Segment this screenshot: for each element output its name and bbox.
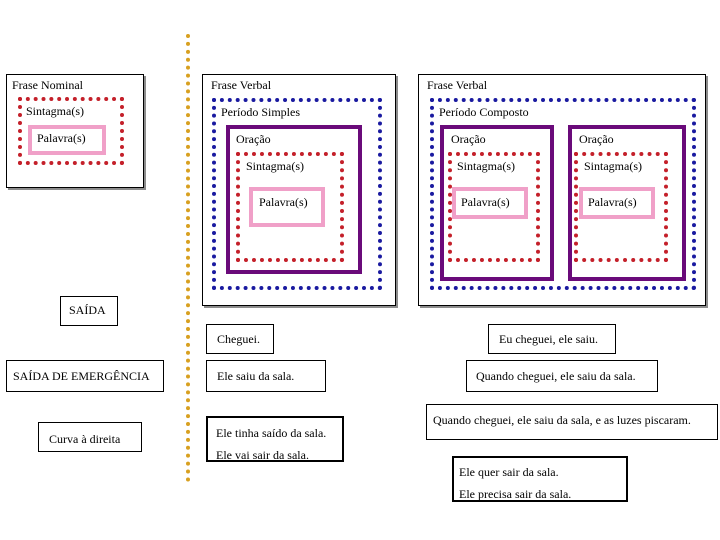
example-vai-sair-text: Ele vai sair da sala. [216, 448, 309, 462]
example-saida: SAÍDA [60, 296, 118, 326]
composto-palavra-1-box [452, 187, 528, 219]
example-curva: Curva à direita [38, 422, 142, 452]
composto-oracao-1-label: Oração [451, 132, 486, 146]
composto-oracao-1-box [440, 125, 554, 281]
simples-oracao-label: Oração [236, 132, 271, 146]
frase-nominal-title: Frase Nominal [12, 78, 83, 92]
example-saiu: Ele saiu da sala. [206, 360, 326, 392]
periodo-simples-box [212, 98, 382, 290]
composto-sintagma-2-label: Sintagma(s) [584, 159, 642, 173]
frase-verbal-composto-title: Frase Verbal [427, 78, 488, 92]
simples-palavra-label: Palavra(s) [259, 195, 308, 209]
nominal-palavra-box [28, 125, 106, 155]
column-divider [186, 34, 190, 482]
example-quando-cheguei: Quando cheguei, ele saiu da sala. [466, 360, 658, 392]
simples-sintagma-label: Sintagma(s) [246, 159, 304, 173]
composto-oracao-2-box [568, 125, 686, 281]
example-tinha-saido-text: Ele tinha saído da sala. [216, 426, 327, 440]
example-precisa-sair-text: Ele precisa sair da sala. [459, 487, 572, 501]
example-quer-sair-text: Ele quer sair da sala. [459, 465, 559, 479]
simples-sintagma-box [236, 152, 344, 262]
nominal-palavra-label: Palavra(s) [37, 131, 86, 145]
composto-palavra-2-label: Palavra(s) [588, 195, 637, 209]
nominal-sintagma-label: Sintagma(s) [26, 104, 84, 118]
example-tinha-saido: Ele tinha saído da sala. Ele vai sair da… [206, 416, 344, 462]
nominal-sintagma-box [18, 97, 124, 165]
composto-sintagma-2-box [574, 152, 668, 262]
composto-oracao-2-label: Oração [579, 132, 614, 146]
example-saida-emergencia: SAÍDA DE EMERGÊNCIA [6, 360, 164, 392]
simples-oracao-box [226, 125, 362, 274]
example-luzes: Quando cheguei, ele saiu da sala, e as l… [426, 404, 718, 440]
simples-palavra-box [249, 187, 325, 227]
composto-palavra-1-label: Palavra(s) [461, 195, 510, 209]
composto-palavra-2-box [579, 187, 655, 219]
periodo-simples-label: Período Simples [221, 105, 301, 119]
frase-verbal-simples-title: Frase Verbal [211, 78, 272, 92]
periodo-composto-box [430, 98, 696, 290]
example-quer-precisa: Ele quer sair da sala. Ele precisa sair … [452, 456, 628, 502]
periodo-composto-label: Período Composto [439, 105, 529, 119]
composto-sintagma-1-label: Sintagma(s) [457, 159, 515, 173]
example-cheguei: Cheguei. [206, 324, 274, 354]
example-eu-cheguei: Eu cheguei, ele saiu. [488, 324, 616, 354]
composto-sintagma-1-box [448, 152, 540, 262]
